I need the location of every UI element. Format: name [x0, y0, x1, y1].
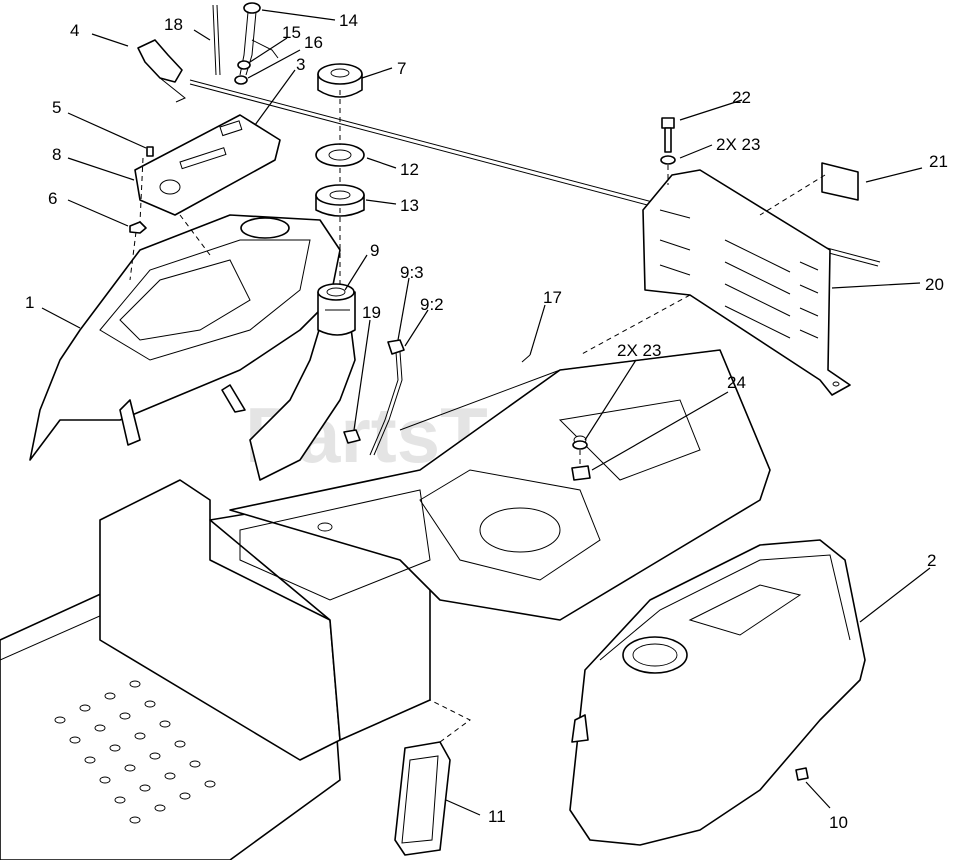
- part-18-rod: [212, 4, 221, 76]
- callout-17: 17: [543, 288, 562, 307]
- frame-chassis: [99, 349, 771, 761]
- part-7-fuel-cap: [317, 63, 363, 98]
- callout-16: 16: [304, 33, 323, 52]
- part-6-nut: [129, 221, 147, 234]
- part-9-3-fitting: [387, 339, 405, 355]
- part-17-wire: [521, 354, 531, 363]
- callout-7: 7: [397, 59, 406, 78]
- part-5-screw: [146, 146, 154, 157]
- callout-10: 10: [829, 813, 848, 832]
- part-20-rear-panel: [642, 169, 851, 396]
- callout-2: 2: [927, 551, 936, 570]
- callout-24: 24: [727, 373, 746, 392]
- part-15-washer: [237, 60, 251, 70]
- assembly-lines: [129, 90, 826, 743]
- callout-18: 18: [164, 15, 183, 34]
- part-11-pad: [394, 741, 451, 856]
- part-23-washer-upper: [660, 155, 676, 165]
- part-24-nut: [571, 465, 591, 481]
- callout-9: 9: [370, 241, 379, 260]
- part-21-decal: [821, 162, 859, 201]
- part-8-console-plate: [134, 114, 281, 216]
- callout-6: 6: [48, 189, 57, 208]
- callout-9-2: 9:2: [420, 295, 444, 314]
- part-1-left-pod: [29, 214, 341, 461]
- part-10-screw: [795, 767, 809, 781]
- part-12-gasket: [315, 143, 365, 167]
- part-16-washer: [234, 75, 248, 85]
- leader-lines: [41, 9, 931, 816]
- callout-1: 1: [25, 293, 34, 312]
- callout-23-upper: 2X 23: [716, 135, 760, 154]
- part-9-fuel-tank: [249, 283, 356, 481]
- callout-3: 3: [296, 55, 305, 74]
- callout-23-lower: 2X 23: [617, 341, 661, 360]
- callout-19: 19: [362, 303, 381, 322]
- callout-15: 15: [282, 23, 301, 42]
- part-19-clamp: [343, 429, 361, 444]
- part-23-washer-lower: [572, 440, 588, 450]
- callout-9-3: 9:3: [400, 263, 424, 282]
- callout-4: 4: [70, 21, 79, 40]
- callout-21: 21: [929, 152, 948, 171]
- callout-14: 14: [339, 11, 358, 30]
- part-2-right-pod: [569, 539, 866, 846]
- part-4-knob: [137, 39, 186, 103]
- callout-8: 8: [52, 145, 61, 164]
- callout-5: 5: [52, 98, 61, 117]
- callout-20: 20: [925, 275, 944, 294]
- callout-labels: 4 18 14 15 16 3 7 5 8 6 1 12 13 9 9:3 9:…: [25, 11, 948, 832]
- part-9-2-fuel-line: [369, 351, 403, 456]
- part-13-grommet: [315, 184, 365, 217]
- part-22-bolt: [661, 117, 675, 153]
- callout-22: 22: [732, 88, 751, 107]
- callout-11: 11: [488, 807, 506, 826]
- callout-12: 12: [400, 160, 419, 179]
- callout-13: 13: [400, 196, 419, 215]
